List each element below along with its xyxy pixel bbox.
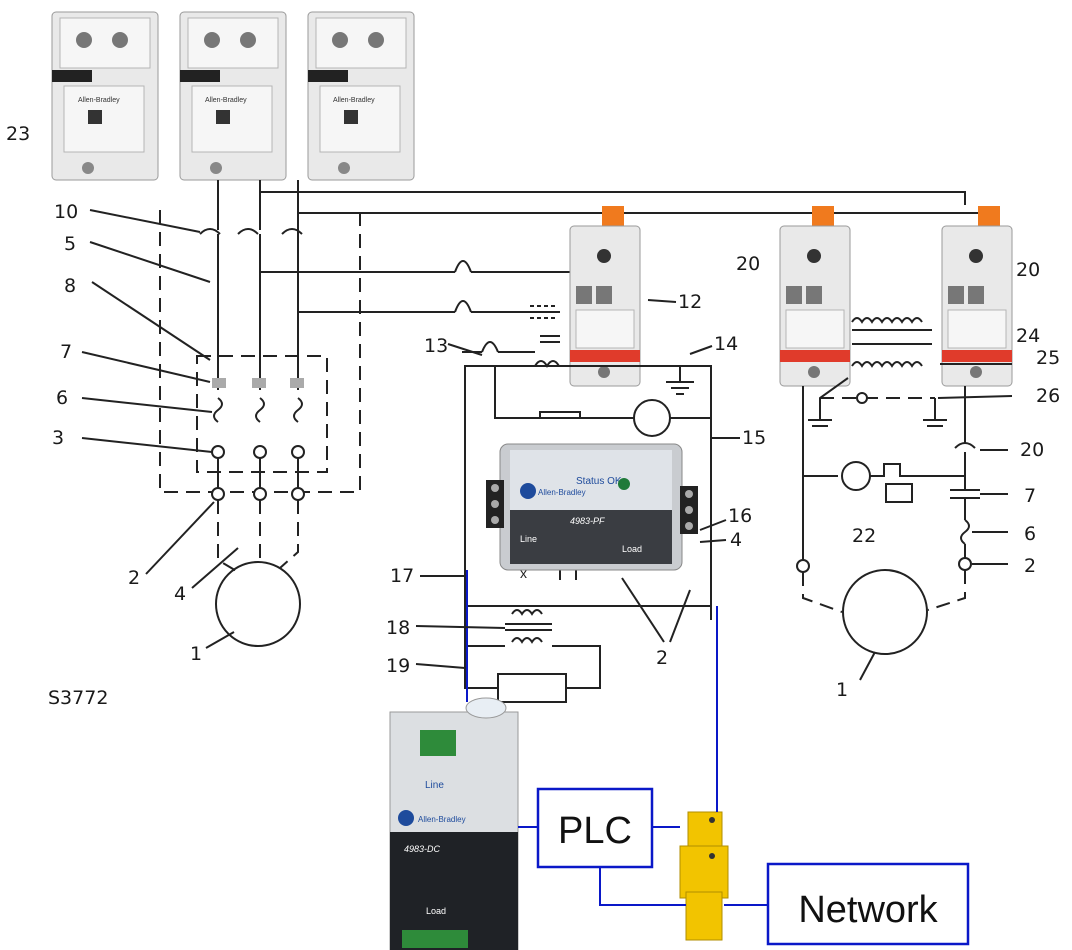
callout-3: 3 — [52, 427, 64, 449]
callout-leaders — [81, 209, 1013, 681]
callout-5: 5 — [64, 233, 76, 255]
right-circuit-wiring — [796, 317, 980, 655]
callout-22: 22 — [852, 525, 876, 547]
callout-6-right: 6 — [1024, 523, 1036, 545]
filter-load-label: Load — [622, 544, 642, 554]
callout-numbers: 23 10 5 8 7 6 3 2 4 1 S3772 12 13 14 15 … — [6, 123, 1060, 709]
callout-10: 10 — [54, 201, 78, 223]
ab-logo-icon — [398, 810, 414, 826]
callout-2-filter: 2 — [656, 647, 668, 669]
callout-16: 16 — [728, 505, 752, 527]
breaker-brand: Allen-Bradley — [205, 97, 247, 104]
callout-8: 8 — [64, 275, 76, 297]
status-led-icon — [618, 478, 630, 490]
filter-brand: Allen-Bradley — [538, 488, 586, 497]
plc-box[interactable]: PLC — [536, 787, 654, 869]
signal-wiring — [466, 570, 768, 906]
network-label: Network — [798, 889, 938, 931]
callout-7: 7 — [60, 341, 72, 363]
motor-left — [215, 561, 301, 647]
supply-4983dc: Line Allen-Bradley 4983-DC Load — [389, 697, 519, 950]
callout-6: 6 — [56, 387, 68, 409]
callout-7-right: 7 — [1024, 485, 1036, 507]
svg-text:x: x — [520, 565, 527, 581]
drawing-id: S3772 — [48, 687, 108, 709]
filter-4983pf: Allen-Bradley Status OK 4983-PF Line Loa… — [486, 443, 698, 571]
callout-20-right: 20 — [1016, 259, 1040, 281]
callout-24: 24 — [1016, 325, 1040, 347]
callout-2-right: 2 — [1024, 555, 1036, 577]
callout-26: 26 — [1036, 385, 1060, 407]
spd-module-12 — [569, 206, 641, 387]
left-circuit-wiring — [159, 180, 980, 647]
filter-line-label: Line — [520, 534, 537, 544]
callout-1-right: 1 — [836, 679, 848, 701]
supply-brand: Allen-Bradley — [418, 815, 466, 824]
network-box[interactable]: Network — [766, 862, 970, 946]
callout-4-filter: 4 — [730, 529, 742, 551]
supply-model: 4983-DC — [404, 844, 441, 854]
breaker-brand: Allen-Bradley — [333, 97, 375, 104]
breaker-module-1: Allen-Bradley — [51, 11, 159, 181]
filter-model: 4983-PF — [570, 516, 605, 526]
breaker-module-2: Allen-Bradley — [179, 11, 287, 181]
callout-15: 15 — [742, 427, 766, 449]
callout-20-lower: 20 — [1020, 439, 1044, 461]
callout-14: 14 — [714, 333, 738, 355]
spd-module-20a — [779, 206, 851, 387]
surge-protector-yellow — [679, 811, 729, 941]
callout-2: 2 — [128, 567, 140, 589]
motor-right — [842, 569, 928, 655]
callout-17: 17 — [390, 565, 414, 587]
ab-logo-icon — [520, 483, 536, 499]
filter-status: Status OK — [576, 476, 622, 487]
callout-20-left: 20 — [736, 253, 760, 275]
spd-module-20b — [941, 206, 1013, 387]
center-circuit-wiring: x — [462, 305, 712, 703]
callout-19: 19 — [386, 655, 410, 677]
supply-line-label: Line — [425, 780, 444, 791]
breaker-module-3: Allen-Bradley — [307, 11, 415, 181]
supply-load-label: Load — [426, 906, 446, 916]
callout-12: 12 — [678, 291, 702, 313]
callout-23: 23 — [6, 123, 30, 145]
callout-13: 13 — [424, 335, 448, 357]
callout-4: 4 — [174, 583, 186, 605]
callout-1: 1 — [190, 643, 202, 665]
plc-label: PLC — [558, 810, 632, 852]
callout-18: 18 — [386, 617, 410, 639]
breaker-brand: Allen-Bradley — [78, 97, 120, 104]
callout-25: 25 — [1036, 347, 1060, 369]
